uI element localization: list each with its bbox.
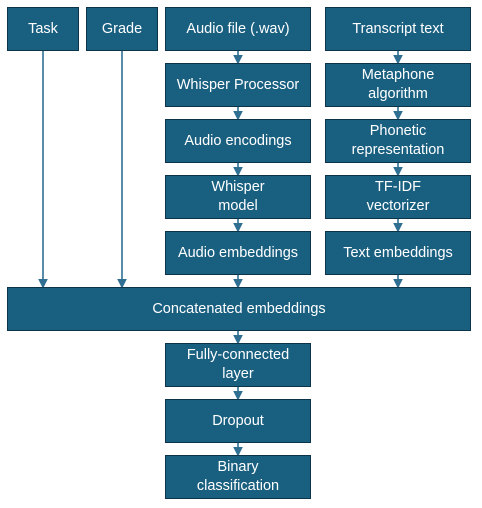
- node-grade: Grade: [86, 7, 158, 51]
- node-concatenated-embeddings: Concatenated embeddings: [7, 287, 471, 331]
- node-whisper-model: Whisper model: [165, 175, 311, 219]
- node-whisper-processor: Whisper Processor: [165, 63, 311, 107]
- node-metaphone-algorithm: Metaphone algorithm: [325, 63, 471, 107]
- node-fully-connected-layer: Fully-connected layer: [165, 343, 311, 387]
- node-phonetic-representation: Phonetic representation: [325, 119, 471, 163]
- node-task: Task: [7, 7, 79, 51]
- node-audio-file: Audio file (.wav): [165, 7, 311, 51]
- node-tfidf-vectorizer: TF-IDF vectorizer: [325, 175, 471, 219]
- node-audio-encodings: Audio encodings: [165, 119, 311, 163]
- node-audio-embeddings: Audio embeddings: [165, 231, 311, 275]
- node-binary-classification: Binary classification: [165, 455, 311, 499]
- node-text-embeddings: Text embeddings: [325, 231, 471, 275]
- node-transcript-text: Transcript text: [325, 7, 471, 51]
- node-dropout: Dropout: [165, 399, 311, 443]
